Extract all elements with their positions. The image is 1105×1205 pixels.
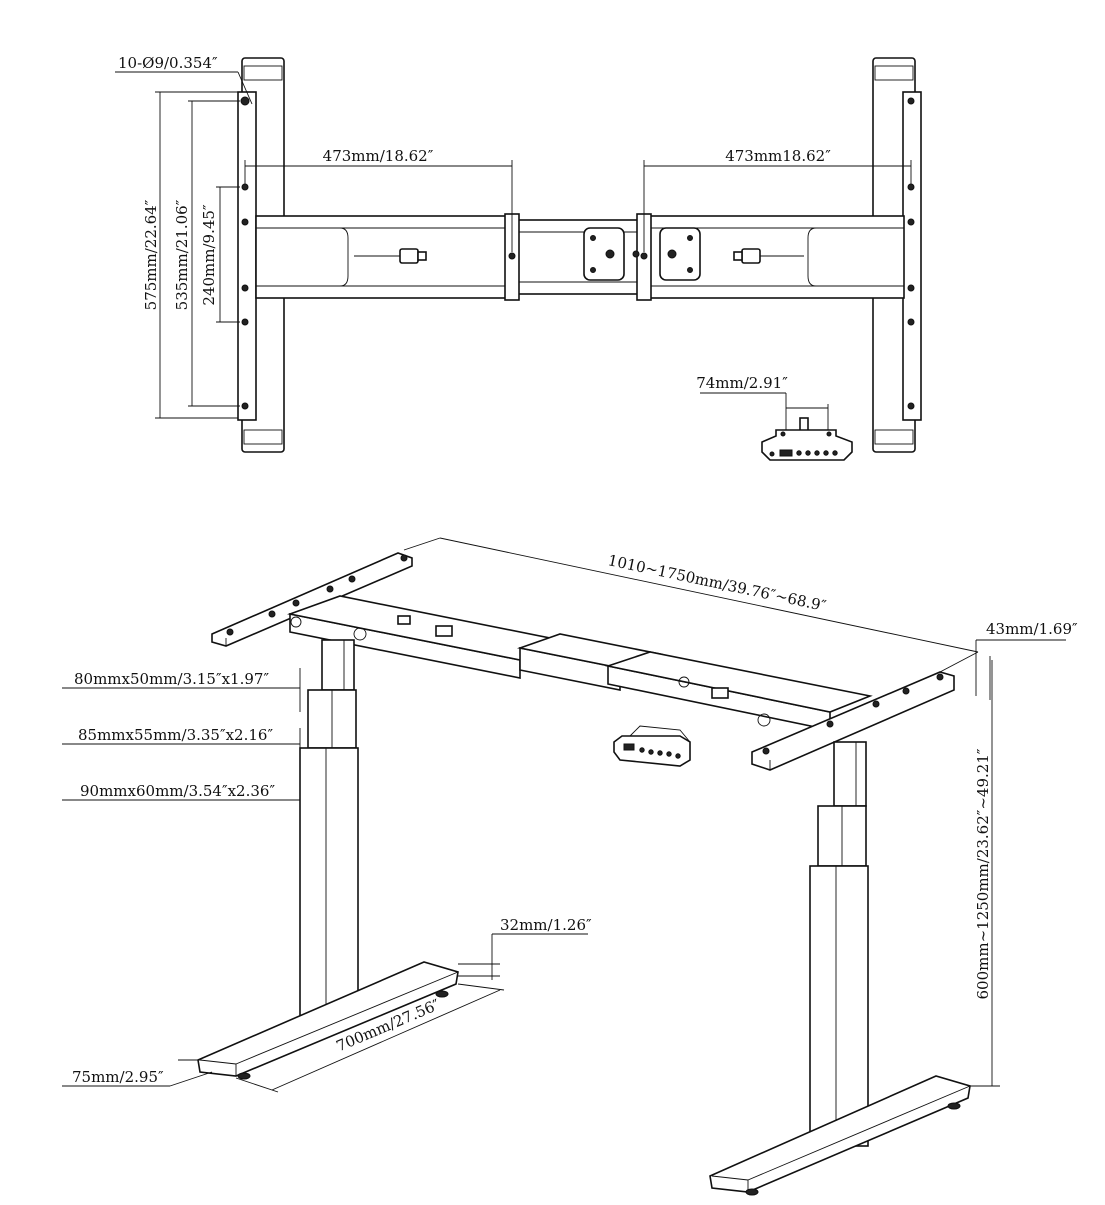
hand-controller-top	[761, 417, 853, 461]
hand-controller-perspective	[613, 725, 691, 767]
column-stage-1-label: 80mmx50mm/3.15″x1.97″	[74, 670, 269, 688]
hole-spec-label: 10-Ø9/0.354″	[118, 54, 218, 72]
perspective-dimensions	[62, 537, 1066, 1093]
left-top-bracket	[211, 552, 413, 647]
column-stage-2-label: 85mmx55mm/3.35″x2.16″	[78, 726, 273, 744]
top-view: 10-Ø9/0.354″ 575mm/22.64″ 535mm/21.06″ 2…	[115, 54, 922, 461]
controller-width-label: 74mm/2.91″	[696, 374, 788, 392]
foot-height-label: 32mm/1.26″	[500, 916, 592, 934]
inner-height-label: 240mm/9.45″	[200, 204, 218, 306]
left-foot	[197, 961, 459, 1080]
column-stage-3-label: 90mmx60mm/3.54″x2.36″	[80, 782, 275, 800]
frame-length-label: 1010~1750mm/39.76″~68.9″	[606, 551, 828, 615]
left-span-label: 473mm/18.62″	[323, 147, 434, 165]
crossbeam-top	[255, 213, 905, 301]
height-range-label: 600mm~1250mm/23.62″~49.21″	[974, 748, 992, 999]
perspective-view: 1010~1750mm/39.76″~68.9″ 43mm/1.69″ 80mm…	[62, 537, 1078, 1196]
right-span-label: 473mm18.62″	[725, 147, 831, 165]
right-foot	[709, 1075, 971, 1196]
crossbeam-perspective	[287, 595, 873, 731]
top-view-dimensions	[115, 71, 912, 430]
outer-height-label: 575mm/22.64″	[142, 199, 160, 310]
left-column	[299, 639, 359, 1021]
right-column	[809, 741, 869, 1147]
foot-width-label: 75mm/2.95″	[72, 1068, 164, 1086]
mid-height-label: 535mm/21.06″	[173, 199, 191, 310]
plate-thickness-label: 43mm/1.69″	[986, 620, 1078, 638]
